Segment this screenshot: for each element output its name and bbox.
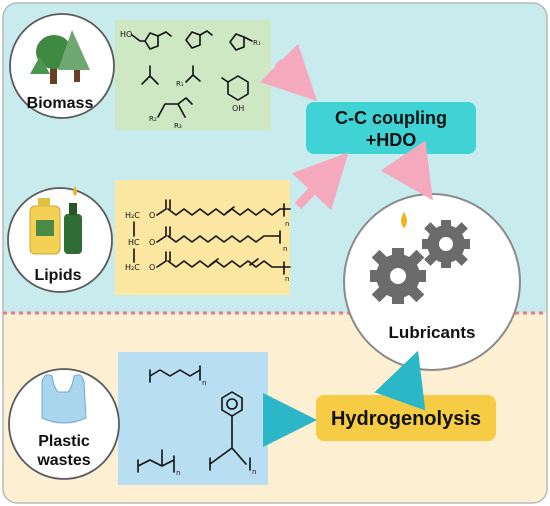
chem-n-pp: n xyxy=(176,469,180,477)
hydrogenolysis-label: Hydrogenolysis xyxy=(331,408,481,430)
cc-coupling-line2: +HDO xyxy=(366,130,417,150)
chem-r2: R₂ xyxy=(149,115,157,123)
chem-o-3: O xyxy=(149,263,155,272)
cc-coupling-line1: C-C coupling xyxy=(335,108,447,128)
chem-h2c-2: H₂C xyxy=(125,263,140,272)
plastic-structures: n n n xyxy=(137,365,256,477)
tree-icon xyxy=(30,30,90,84)
chem-r3: R₃ xyxy=(174,122,182,130)
arrow-biomass-to-cc xyxy=(259,43,318,102)
lubricants-label: Lubricants xyxy=(389,323,476,342)
arrow-hydrogenolysis-to-lubricants xyxy=(374,350,426,411)
chem-r1-b: R₁ xyxy=(176,80,184,88)
lipids-label: Lipids xyxy=(34,267,81,284)
biomass-label: Biomass xyxy=(27,95,94,112)
chem-o-2: O xyxy=(149,238,155,247)
chem-o-1: O xyxy=(149,211,155,220)
chem-oh: OH xyxy=(232,104,244,113)
arrow-lipids-to-cc xyxy=(291,152,349,211)
plastic-bag-icon xyxy=(41,374,87,424)
oil-bottles-icon xyxy=(29,186,82,255)
lipids-structures: H₂C HC H₂C O O O n n n xyxy=(125,199,291,283)
cc-coupling-box xyxy=(306,102,476,154)
chem-n-ps: n xyxy=(252,468,256,476)
oil-drop-icon xyxy=(401,212,407,228)
chem-n-2: n xyxy=(283,245,287,253)
chem-h2c-1: H₂C xyxy=(125,211,140,220)
plastic-label-line1: Plastic xyxy=(38,433,90,450)
hydrogenolysis-box xyxy=(316,395,496,441)
arrow-cc-to-lubricants xyxy=(380,140,433,201)
chem-n-1: n xyxy=(285,220,289,228)
chem-ho: HO xyxy=(120,30,132,39)
chem-n-3: n xyxy=(285,275,289,283)
plastic-label-line2: wastes xyxy=(36,452,90,469)
chem-r1: R₁ xyxy=(253,39,261,47)
chem-hc: HC xyxy=(128,238,140,247)
chem-n-pe: n xyxy=(202,379,206,387)
plastic-circle xyxy=(8,368,120,480)
biomass-structures: HO R₁ R₁ R₂ R₃ OH xyxy=(120,30,261,130)
